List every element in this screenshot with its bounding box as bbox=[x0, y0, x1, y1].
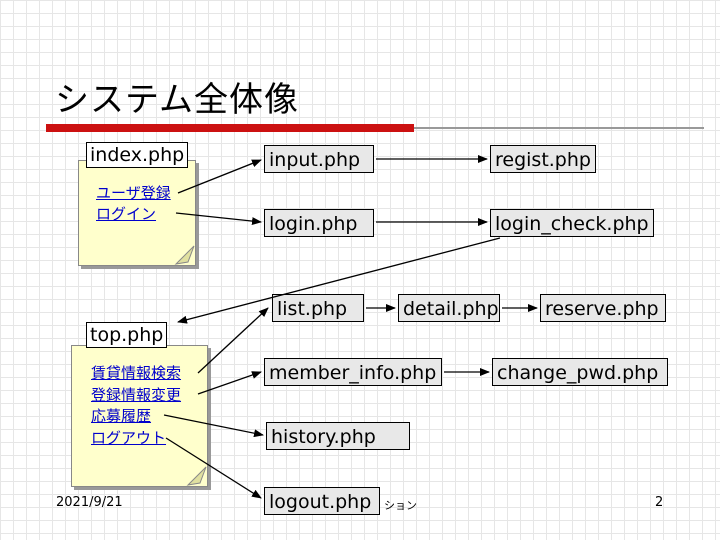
footer-fragment: ション bbox=[384, 499, 417, 512]
link-application-history[interactable]: 応募履歴 bbox=[91, 407, 152, 425]
top-note bbox=[71, 345, 208, 487]
index-note-fold bbox=[174, 245, 195, 265]
node-change-pwd: change_pwd.php bbox=[492, 358, 668, 386]
page-number: 2 bbox=[655, 495, 664, 510]
title-underline bbox=[414, 127, 704, 129]
link-login[interactable]: ログイン bbox=[96, 205, 157, 223]
title-accent-bar bbox=[46, 124, 414, 132]
node-list: list.php bbox=[272, 294, 364, 322]
node-login: login.php bbox=[264, 209, 374, 237]
slide-title: システム全体像 bbox=[55, 80, 299, 120]
node-logout: logout.php bbox=[264, 487, 380, 515]
index-note-label: index.php bbox=[86, 142, 189, 168]
node-login-check: login_check.php bbox=[490, 209, 654, 237]
arrow-login-check-to-top bbox=[177, 237, 501, 324]
link-user-register[interactable]: ユーザ登録 bbox=[96, 184, 171, 202]
top-note-label: top.php bbox=[86, 322, 168, 348]
node-detail: detail.php bbox=[398, 294, 500, 322]
node-reserve: reserve.php bbox=[540, 294, 666, 322]
link-edit-registration[interactable]: 登録情報変更 bbox=[91, 386, 182, 404]
link-logout[interactable]: ログアウト bbox=[91, 429, 167, 447]
node-regist: regist.php bbox=[490, 145, 596, 173]
arrow-logout-to-logout bbox=[165, 437, 262, 499]
arrow-edit-to-member-info bbox=[197, 371, 262, 395]
top-note-fold bbox=[186, 466, 207, 486]
arrow-search-to-list bbox=[197, 307, 269, 374]
arrow-register-to-input bbox=[177, 159, 262, 194]
arrow-history-to-history bbox=[163, 414, 264, 438]
node-history: history.php bbox=[266, 422, 410, 450]
slide-date: 2021/9/21 bbox=[56, 495, 123, 510]
arrow-login-to-login bbox=[175, 212, 262, 226]
node-input: input.php bbox=[264, 145, 374, 173]
node-member-info: member_info.php bbox=[264, 358, 442, 386]
link-rental-search[interactable]: 賃貸情報検索 bbox=[91, 364, 182, 382]
